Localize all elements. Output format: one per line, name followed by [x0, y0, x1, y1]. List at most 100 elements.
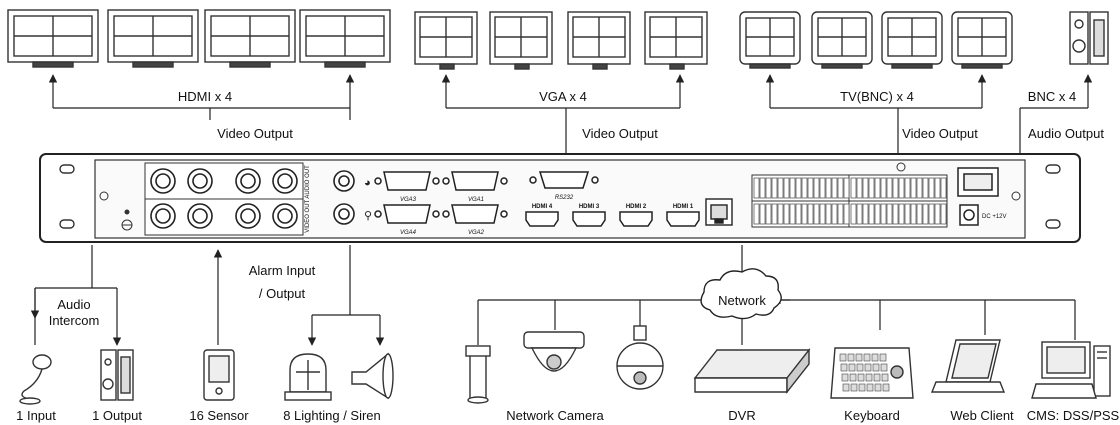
alarm-terminal — [783, 203, 790, 225]
alarm-terminal — [795, 203, 802, 225]
monitor-icon — [204, 9, 296, 68]
alarm-terminal — [825, 177, 832, 199]
alarm-terminal — [928, 203, 935, 225]
monitor-icon — [107, 9, 199, 68]
alarm-terminal — [831, 177, 838, 199]
alarm-terminal — [904, 177, 911, 199]
network-camera-label: Network Camera — [506, 408, 604, 423]
alarm-terminal — [771, 177, 778, 199]
keyboard-key — [856, 363, 864, 372]
speaker-icon — [1069, 11, 1109, 65]
alarm-terminal — [807, 203, 814, 225]
alarm-terminal — [940, 203, 947, 225]
alarm-terminal — [825, 203, 832, 225]
monitor-icon — [644, 11, 708, 70]
alarm-terminal — [801, 177, 808, 199]
alarm-terminal — [928, 177, 935, 199]
tv-icon — [951, 11, 1013, 69]
alarm-terminal — [759, 177, 766, 199]
hdmi2-label: HDMI 2 — [626, 204, 647, 210]
alarm-terminal — [807, 177, 814, 199]
dome-camera-icon — [523, 331, 585, 372]
keyboard-key — [847, 353, 855, 362]
alarm-terminal — [886, 203, 893, 225]
alarm-terminal — [922, 203, 929, 225]
vga-monitors — [414, 11, 708, 70]
sensor-icon — [203, 349, 235, 401]
hdmi-count-label: HDMI x 4 — [178, 89, 232, 104]
keyboard-key — [858, 383, 866, 392]
keyboard-key — [839, 353, 847, 362]
alarm-terminal — [934, 177, 941, 199]
ptz-camera-icon — [616, 325, 664, 390]
keyboard-key — [881, 373, 889, 382]
alarm-light-icon — [284, 353, 332, 401]
headphone-icon: ◕ — [364, 177, 371, 189]
rs232-label: RS232 — [555, 195, 574, 201]
keyboard-key — [840, 363, 848, 372]
power-switch — [957, 167, 999, 197]
keyboard-key — [863, 353, 871, 362]
sensor-label: 16 Sensor — [189, 408, 249, 423]
monitor-icon — [7, 9, 99, 68]
alarm-terminal — [868, 177, 875, 199]
alarm-terminal — [856, 177, 863, 199]
network-cloud-icon — [700, 268, 782, 320]
ethernet-port — [705, 198, 733, 226]
alarm-terminal — [819, 203, 826, 225]
vga3-label: VGA3 — [400, 197, 417, 203]
network-label: Network — [718, 293, 766, 308]
hdmi3-label: HDMI 3 — [579, 204, 600, 210]
vga-ports — [374, 171, 508, 224]
monitor-icon — [299, 9, 391, 68]
bottom-connectors — [30, 245, 1076, 346]
alarm-terminal — [856, 203, 863, 225]
speaker-icon — [100, 349, 134, 401]
alarm-terminal — [886, 177, 893, 199]
alarm-terminal — [813, 177, 820, 199]
keyboard-key — [849, 373, 857, 382]
keyboard-key — [872, 363, 880, 372]
alarm-terminal — [759, 203, 766, 225]
alarm-terminal — [850, 177, 857, 199]
alarm-terminal — [753, 203, 760, 225]
vga4-label: VGA4 — [400, 230, 417, 236]
alarm-terminal — [940, 177, 947, 199]
hdmi-monitors — [7, 9, 391, 68]
keyboard-key — [882, 383, 890, 392]
web-client-label: Web Client — [950, 408, 1014, 423]
bullet-camera-icon — [465, 345, 491, 404]
alarm-terminal — [910, 177, 917, 199]
video-audio-out-label: VIDEO OUT AUDIO OUT — [305, 165, 311, 233]
video-output-label-3: Video Output — [902, 126, 978, 141]
vga-count-label: VGA x 4 — [539, 89, 587, 104]
keyboard-key — [855, 353, 863, 362]
video-output-label-2: Video Output — [582, 126, 658, 141]
dvr-icon — [693, 347, 811, 395]
tv-monitors — [739, 11, 1013, 69]
alarm-terminal — [898, 203, 905, 225]
alarm-terminal — [795, 177, 802, 199]
alarm-terminal — [843, 177, 850, 199]
alarm-terminal — [862, 177, 869, 199]
monitor-icon — [489, 11, 553, 70]
alarm-terminal — [916, 203, 923, 225]
alarm-terminal — [904, 203, 911, 225]
siren-icon — [351, 352, 394, 400]
keyboard-label: Keyboard — [844, 408, 900, 423]
alarm-terminal — [934, 203, 941, 225]
alarm-terminal — [910, 203, 917, 225]
monitor-icon — [567, 11, 631, 70]
lighting-siren-label: 8 Lighting / Siren — [283, 408, 381, 423]
alarm-terminal — [819, 177, 826, 199]
dc-label: DC +12V — [982, 214, 1007, 220]
input-label: 1 Input — [16, 408, 56, 423]
dvr-label: DVR — [728, 408, 755, 423]
bnc-ports: VIDEO OUT AUDIO OUT — [144, 162, 311, 236]
alarm-terminal — [753, 177, 760, 199]
alarm-terminal — [880, 203, 887, 225]
keyboard-key — [866, 383, 874, 392]
alarm-terminal — [850, 203, 857, 225]
keyboard-key — [850, 383, 858, 392]
